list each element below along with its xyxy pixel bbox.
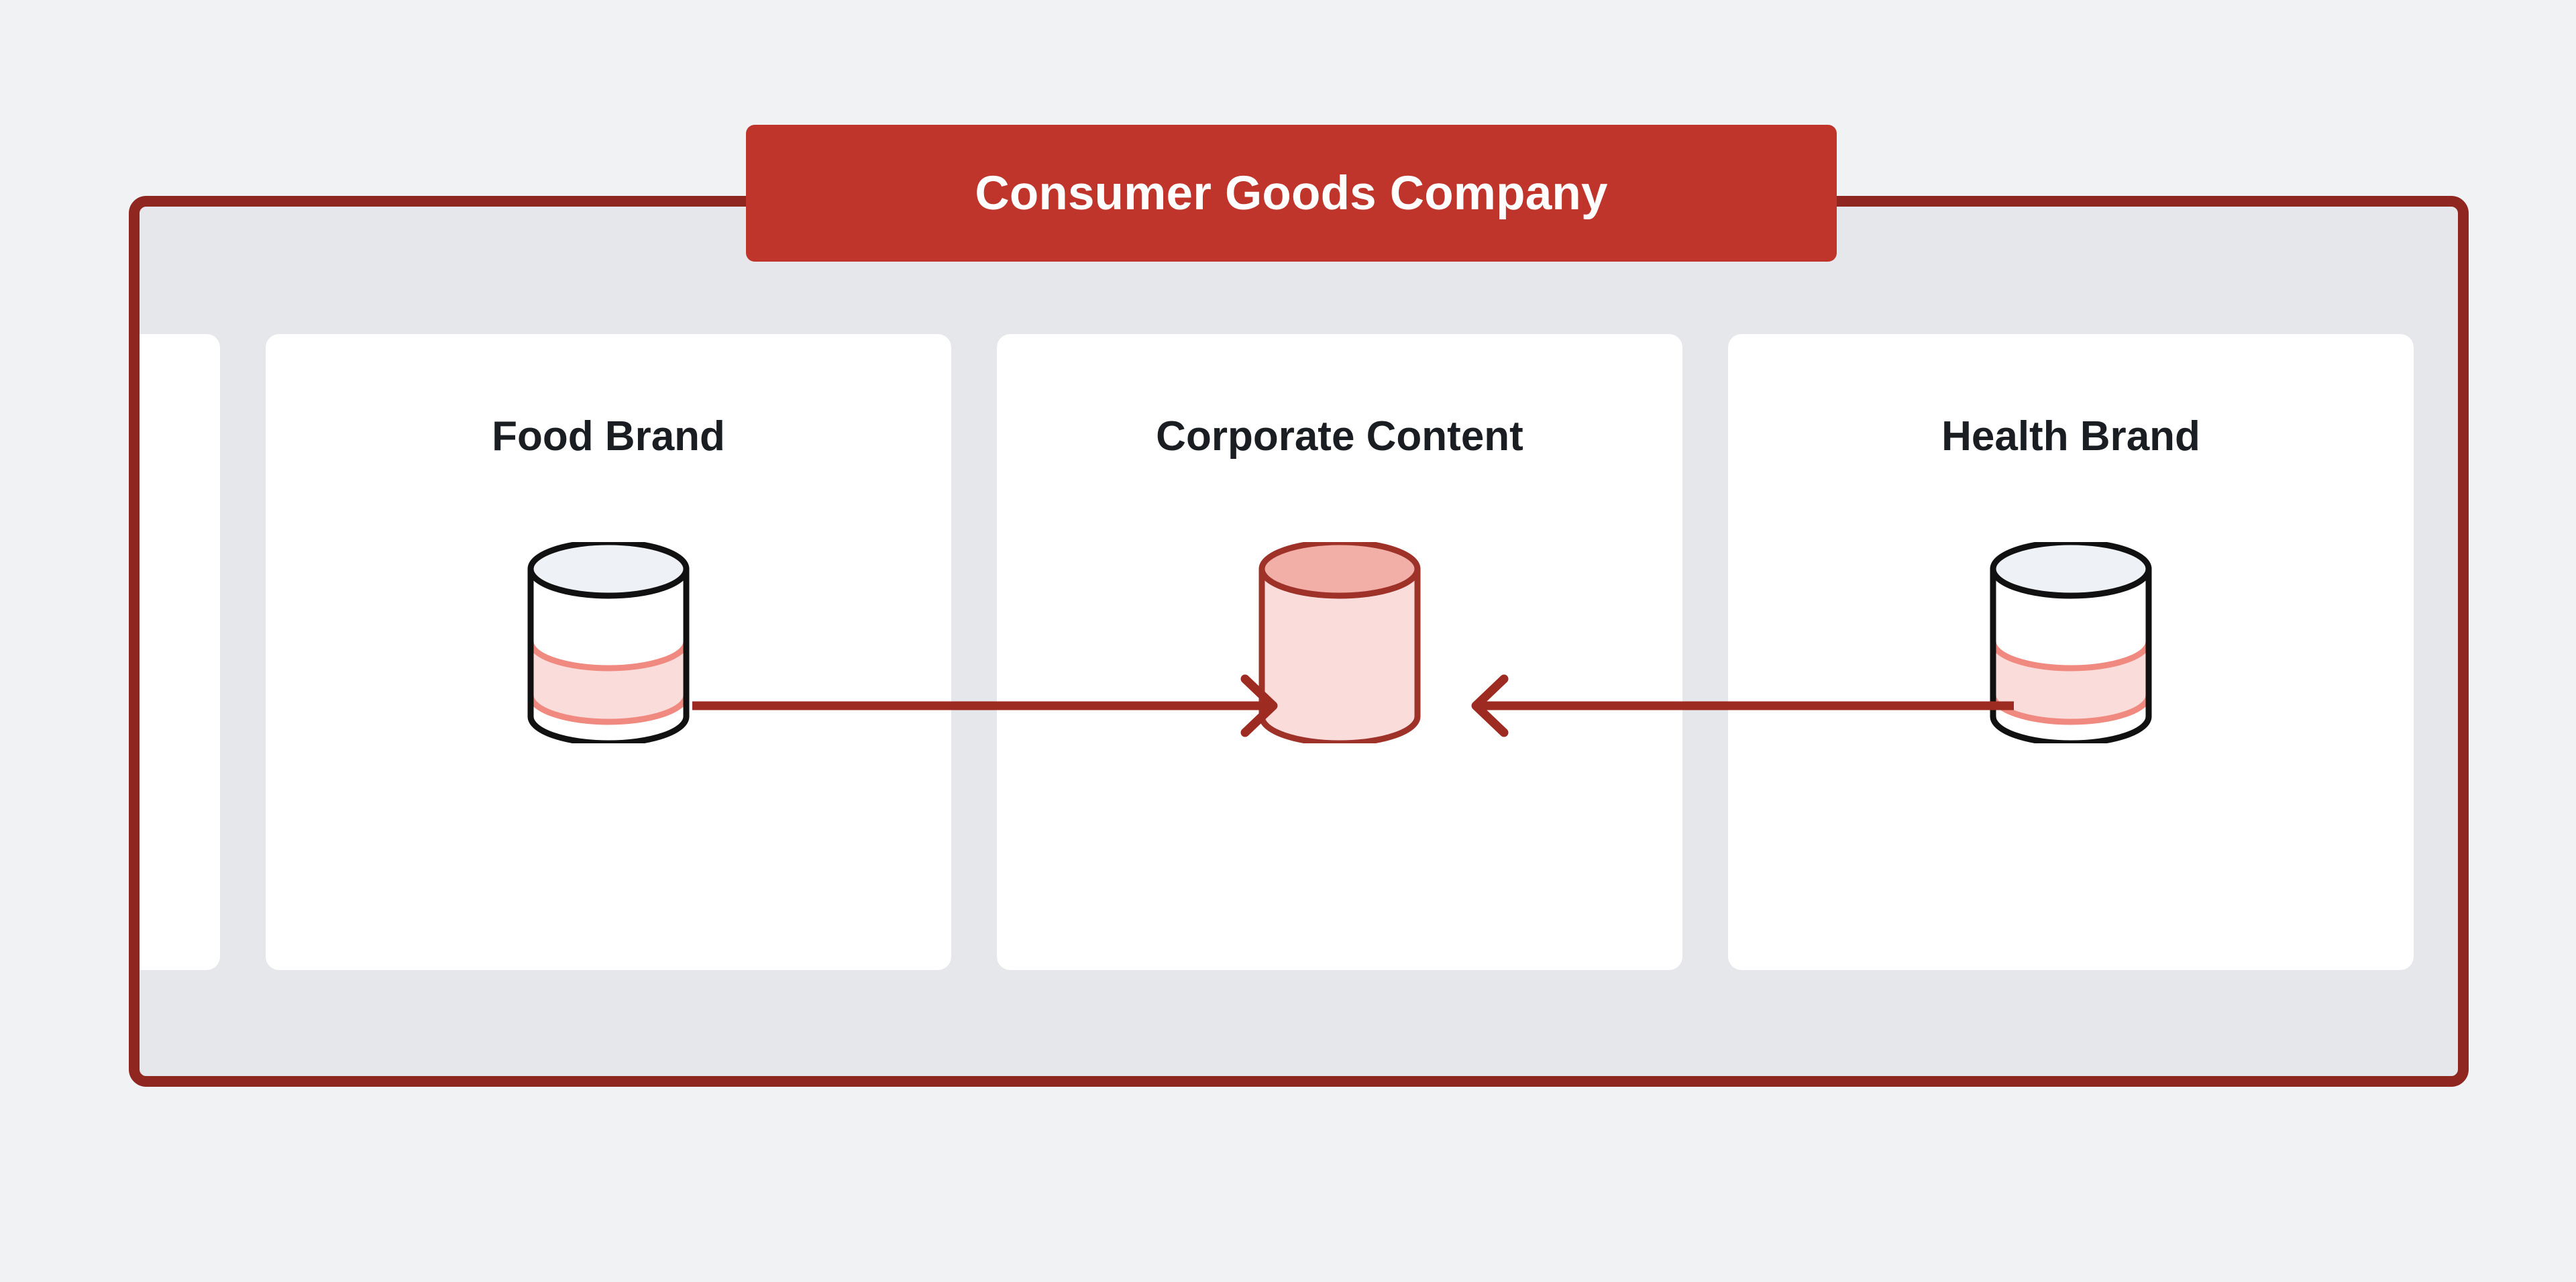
brand-card-label: Corporate Content [1156, 413, 1523, 460]
org-container: Food Brand Corporate Content [129, 196, 2469, 1087]
database-cylinder-icon [1258, 542, 1421, 743]
brand-card-partial-left[interactable] [140, 334, 220, 970]
database-cylinder-icon [527, 542, 690, 743]
brand-card-icon-slot [1728, 542, 2414, 743]
brand-card-icon-slot [266, 542, 951, 743]
brand-card-food-brand[interactable]: Food Brand [266, 334, 951, 970]
org-title-badge: Consumer Goods Company [746, 125, 1837, 262]
brand-card-label: Food Brand [492, 413, 725, 460]
org-title-text: Consumer Goods Company [975, 166, 1608, 220]
database-cylinder-icon [1990, 542, 2152, 743]
brand-card-label: Health Brand [1941, 413, 2200, 460]
brand-card-partial-right[interactable] [2459, 334, 2469, 970]
brand-card-corporate-content[interactable]: Corporate Content [997, 334, 1682, 970]
brand-card-health-brand[interactable]: Health Brand [1728, 334, 2414, 970]
brand-card-row[interactable]: Food Brand Corporate Content [140, 334, 2469, 970]
brand-card-icon-slot [997, 542, 1682, 743]
